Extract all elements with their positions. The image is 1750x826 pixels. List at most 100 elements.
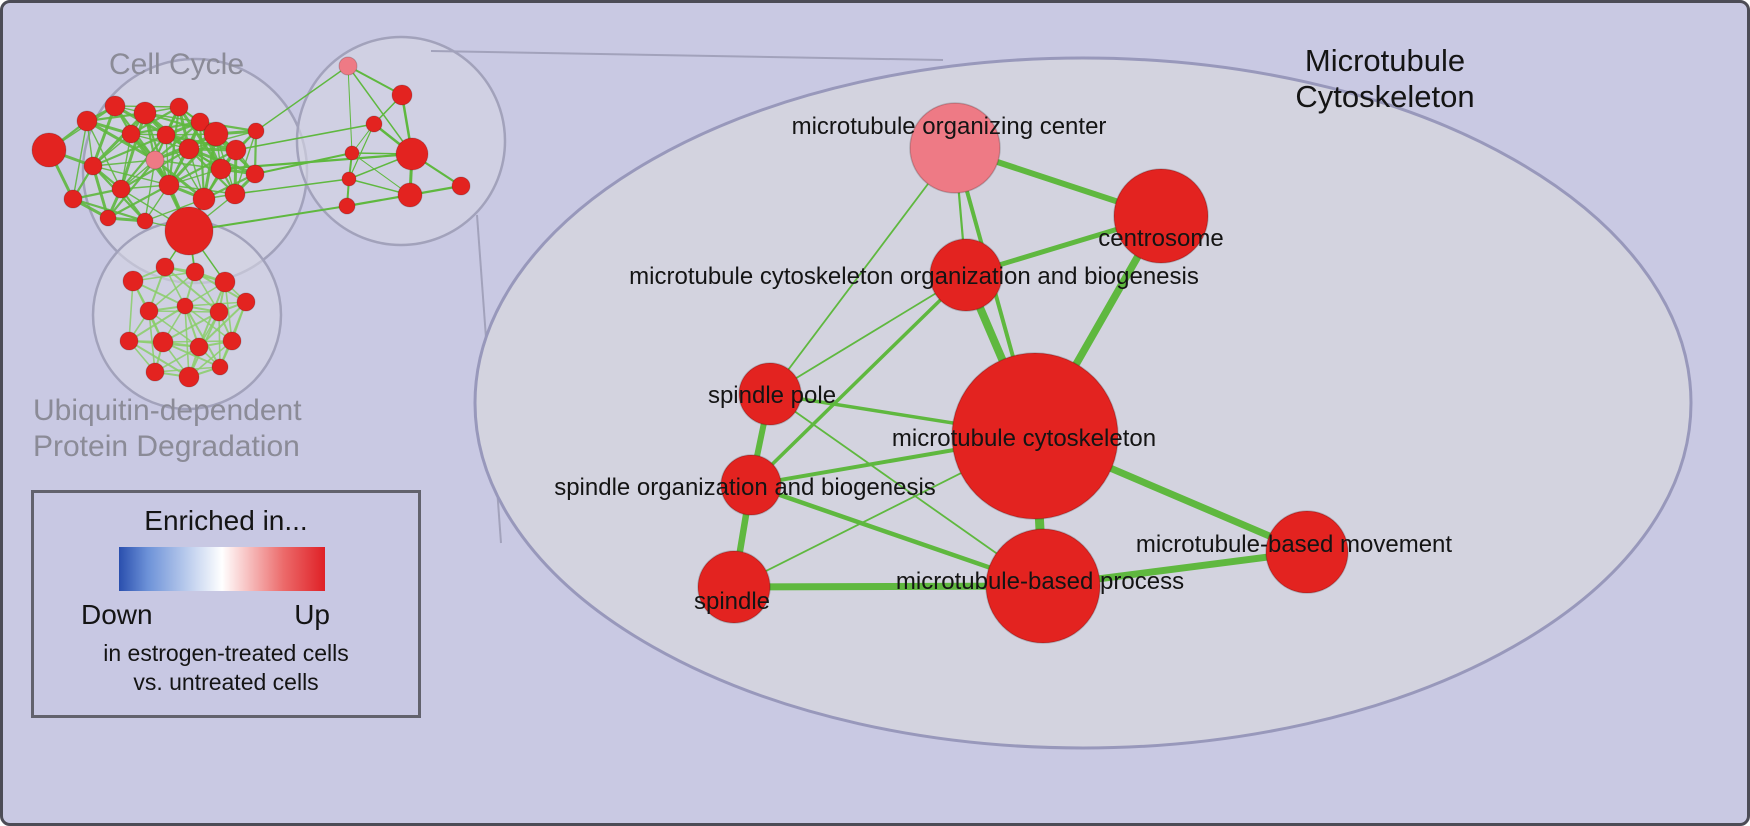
mini-node-cell-cycle[interactable]	[111, 179, 131, 199]
mini-edge	[218, 311, 221, 368]
mini-node-ubiquitin[interactable]	[209, 302, 229, 322]
mini-edge	[72, 120, 88, 200]
mini-node-ubiquitin[interactable]	[211, 358, 229, 376]
mini-edge	[143, 112, 171, 186]
mini-node-cell-cycle[interactable]	[247, 122, 265, 140]
node-label-mcob: microtubule cytoskeleton organization an…	[629, 263, 1199, 290]
legend-up-label: Up	[294, 599, 330, 630]
mini-edge	[72, 197, 146, 223]
mini-node-cell-cycle[interactable]	[203, 121, 229, 147]
node-label-mbm: microtubule-based movement	[1136, 531, 1452, 558]
mini-node-cell-cycle[interactable]	[158, 174, 180, 196]
mini-node-cell-cycle[interactable]	[83, 156, 103, 176]
node-moc[interactable]	[909, 102, 1001, 194]
node-label-spindle_org: spindle organization and biogenesis	[554, 474, 936, 501]
mini-node-ubiquitin[interactable]	[152, 331, 174, 353]
mini-node-ubiquitin[interactable]	[139, 301, 159, 321]
mini-node-cell-cycle[interactable]	[63, 189, 83, 209]
node-mt_cyto[interactable]	[951, 352, 1119, 520]
node-mcob[interactable]	[929, 238, 1003, 312]
legend-down-label: Down	[81, 599, 153, 630]
mini-node-ubiquitin[interactable]	[176, 297, 194, 315]
cluster-circle-microtubule	[295, 35, 507, 247]
mini-node-cell-cycle[interactable]	[136, 212, 154, 230]
mini-node-cell-cycle[interactable]	[210, 158, 232, 180]
mini-edge	[188, 205, 348, 232]
mini-edge	[119, 112, 147, 190]
mini-edge	[234, 130, 257, 195]
mini-edge	[347, 65, 353, 154]
node-label-spindle: spindle	[694, 588, 770, 615]
ubiquitin-cluster-label-line2: Protein Degradation	[33, 430, 300, 463]
mini-node-microtubule[interactable]	[338, 197, 356, 215]
mini-node-cell-cycle[interactable]	[178, 138, 200, 160]
mini-node-ubiquitin[interactable]	[119, 331, 139, 351]
mini-node-cell-cycle[interactable]	[99, 209, 117, 227]
node-label-moc: microtubule organizing center	[792, 113, 1107, 140]
node-mbp[interactable]	[985, 528, 1101, 644]
mini-edge	[148, 271, 196, 312]
mini-node-cell-cycle[interactable]	[156, 125, 176, 145]
mini-node-cell-cycle[interactable]	[169, 97, 189, 117]
ubiquitin-cluster-label-line1: Ubiquitin-dependent	[33, 394, 302, 427]
mini-node-cell-cycle[interactable]	[225, 139, 247, 161]
mini-node-microtubule[interactable]	[341, 171, 357, 187]
mini-edge	[132, 271, 196, 282]
mini-node-cell-cycle[interactable]	[224, 183, 246, 205]
mini-node-cell-cycle[interactable]	[190, 112, 210, 132]
network-canvas: microtubule organizing centercentrosomem…	[31, 35, 1693, 750]
magnifier-line	[430, 50, 944, 61]
edge-mcob-spindle_pole	[769, 274, 967, 395]
mini-edge	[167, 106, 181, 186]
mini-node-microtubule[interactable]	[391, 84, 413, 106]
legend-axis-labels: Down Up	[34, 597, 418, 631]
mini-node-ubiquitin[interactable]	[185, 262, 205, 282]
mini-edge	[347, 65, 413, 155]
mini-node-microtubule[interactable]	[338, 56, 358, 76]
mini-node-ubiquitin[interactable]	[236, 292, 256, 312]
legend-gradient-bar	[119, 547, 325, 591]
mini-node-ubiquitin[interactable]	[189, 337, 209, 357]
mini-node-cell-cycle[interactable]	[164, 206, 214, 256]
mini-node-cell-cycle[interactable]	[133, 101, 157, 125]
mini-node-ubiquitin[interactable]	[155, 257, 175, 277]
zoom-cluster-title: Microtubule Cytoskeleton	[1265, 43, 1505, 115]
mini-edge	[91, 111, 147, 168]
mini-edge	[162, 311, 220, 343]
mini-node-cell-cycle[interactable]	[245, 164, 265, 184]
mini-edge	[107, 159, 156, 219]
mini-node-ubiquitin[interactable]	[178, 366, 200, 388]
mini-node-cell-cycle[interactable]	[76, 110, 98, 132]
mini-edge	[234, 178, 350, 195]
legend-caption: in estrogen-treated cells vs. untreated …	[34, 639, 418, 697]
legend-box: Enriched in... Down Up in estrogen-treat…	[31, 490, 421, 718]
mini-edge	[199, 120, 257, 133]
mini-node-ubiquitin[interactable]	[122, 270, 144, 292]
mini-node-ubiquitin[interactable]	[214, 271, 236, 293]
mini-edge	[198, 121, 206, 200]
node-spindle_pole[interactable]	[738, 362, 802, 426]
mini-node-cell-cycle[interactable]	[192, 187, 216, 211]
mini-edge	[235, 123, 375, 151]
legend-title: Enriched in...	[144, 505, 308, 536]
node-label-mt_cyto: microtubule cytoskeleton	[892, 425, 1156, 452]
mini-node-cell-cycle[interactable]	[145, 150, 165, 170]
node-mbm[interactable]	[1265, 510, 1349, 594]
node-label-mbp: microtubule-based process	[896, 568, 1184, 595]
node-centrosome[interactable]	[1113, 168, 1209, 264]
mini-node-microtubule[interactable]	[395, 137, 429, 171]
node-spindle_org[interactable]	[720, 454, 782, 516]
mini-node-microtubule[interactable]	[344, 145, 360, 161]
mini-node-cell-cycle[interactable]	[121, 124, 141, 144]
mini-node-ubiquitin[interactable]	[145, 362, 165, 382]
mini-node-cell-cycle[interactable]	[31, 132, 67, 168]
mini-node-microtubule[interactable]	[397, 182, 423, 208]
mini-node-cell-cycle[interactable]	[104, 95, 126, 117]
node-spindle[interactable]	[697, 550, 771, 624]
mini-node-microtubule[interactable]	[451, 176, 471, 196]
mini-node-microtubule[interactable]	[365, 115, 383, 133]
mini-edge	[347, 65, 403, 96]
mini-edge	[162, 341, 221, 368]
mini-node-ubiquitin[interactable]	[222, 331, 242, 351]
